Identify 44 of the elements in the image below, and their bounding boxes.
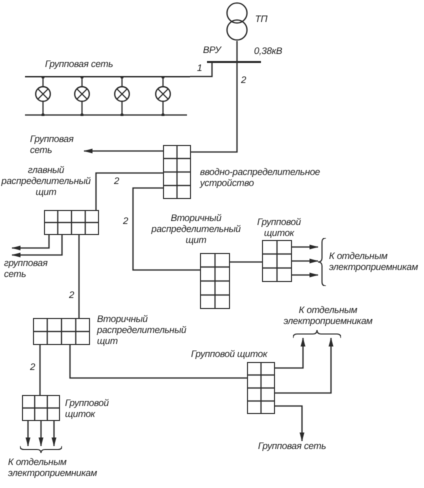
switchboard-label: Групповой щиток [65,398,110,420]
edge-label: 2 [114,176,120,187]
cable-line [39,345,41,395]
cable-line [230,261,262,263]
arrow [26,421,30,446]
transformer-label: ТП [255,14,268,25]
cable-line [190,63,213,78]
edge-label: 2 [69,290,74,301]
network-label: групповая сеть [4,258,56,280]
voltage-label: 0,38кВ [254,46,282,57]
switchboard-label: Групповой щиток [191,349,268,360]
arrow [275,338,306,369]
switchboard-label: вводно-распределительное устройство [200,167,322,189]
arrow [12,235,50,250]
arrow [292,258,318,264]
arrow [84,148,163,154]
circuit-label: Групповая сеть [45,59,113,70]
switchboard-label: Вторичный распределительный щит [97,314,188,347]
arrow [38,421,44,446]
cable-line [78,235,80,318]
load-label: К отдельным электроприемникам [329,251,419,273]
arrow [275,405,304,442]
cable-line [191,63,238,153]
edge-label: 2 [123,216,128,227]
switchboard-label: Групповой щиток [256,217,302,239]
load-label: К отдельным электроприемникам [8,457,98,479]
network-label: Групповая сеть [30,134,84,156]
arrow [292,272,318,278]
edge-label: 2 [241,75,246,86]
edge-label: 1 [197,63,202,74]
switchboard-label: Вторичный распределительный щит [150,213,242,246]
cable-line [95,172,163,210]
arrow [12,235,63,258]
arrow [275,338,334,394]
switchboard-label: главный распределительный щит [1,165,91,198]
arrow [52,421,56,446]
edge-label: 2 [30,362,36,373]
cable-line [69,345,247,379]
load-label: К отдельным электроприемникам [282,305,374,327]
busbar-label: ВРУ [203,45,221,56]
arrow [292,244,318,250]
cable-line [132,187,200,271]
cable-line [236,41,238,61]
network-label: Групповая сеть [258,441,348,452]
